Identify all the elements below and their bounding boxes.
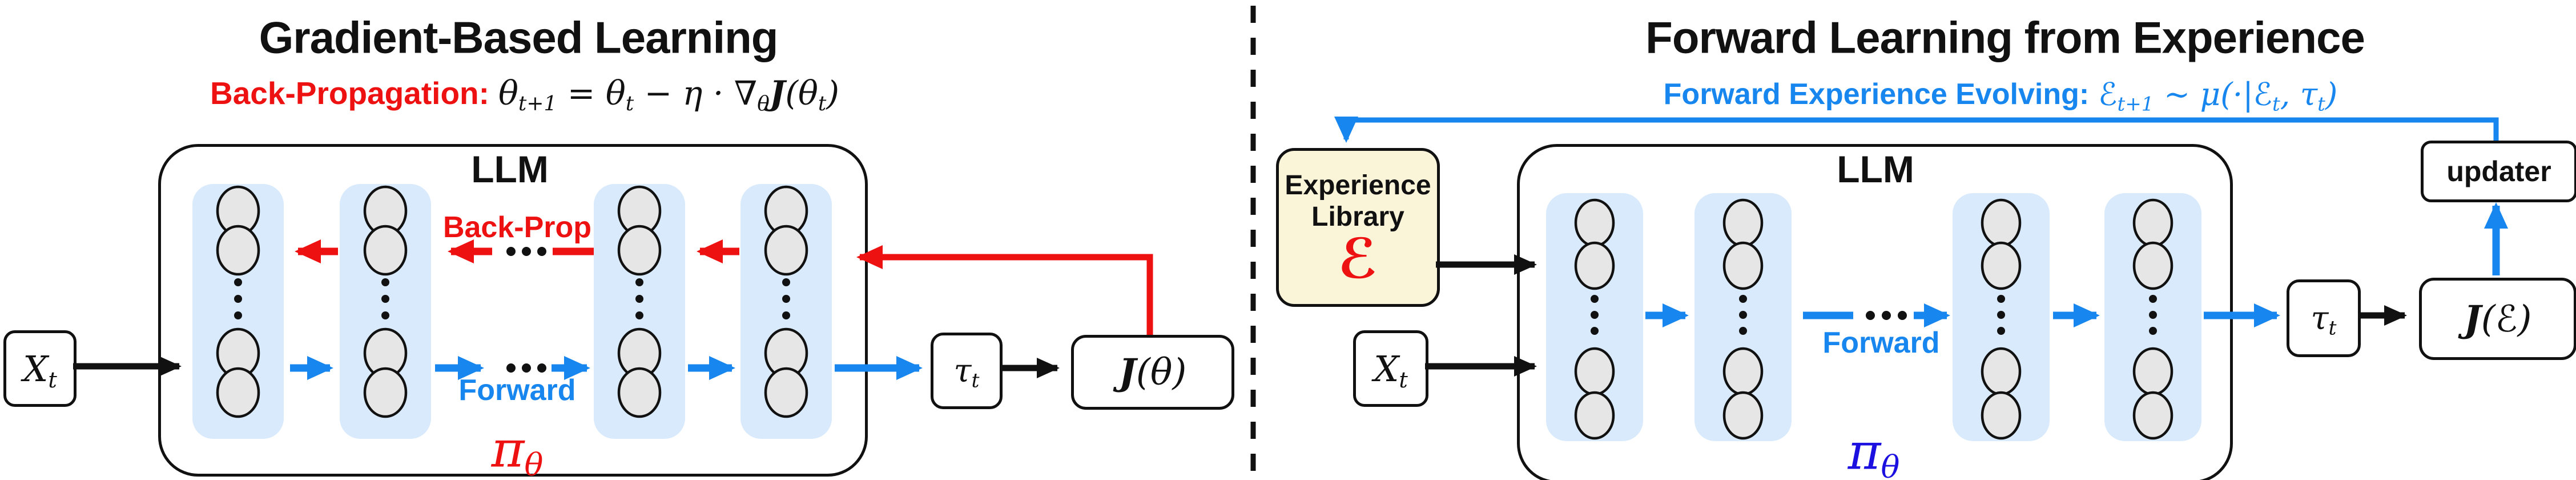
ellipsis-dot (537, 363, 546, 373)
ellipsis-dot (522, 247, 531, 256)
ellipsis-dot (1898, 311, 1907, 320)
neuron (1574, 241, 1615, 290)
neuron-ellipsis-dot (1591, 311, 1599, 319)
neuron-ellipsis-dot (2149, 295, 2157, 303)
input-box-right: Xt (1353, 330, 1428, 407)
gradient-feedback-line (856, 245, 1153, 335)
ellipsis-dot (1882, 311, 1891, 320)
neuron (363, 367, 408, 418)
neuron (216, 367, 260, 418)
neuron-ellipsis-dot (782, 311, 790, 319)
right-panel-title: Forward Learning from Experience (1645, 12, 2365, 63)
neuron-ellipsis-dot (1739, 295, 1747, 303)
neuron-ellipsis-dot (1997, 311, 2005, 319)
experience-evolving-formula-label: Forward Experience Evolving: (1663, 78, 2090, 111)
policy-label-left: πθ (491, 419, 544, 480)
neuron-group (216, 185, 2174, 440)
backprop-flow-label: Back-Prop (442, 211, 592, 244)
ellipsis-dot (1866, 311, 1875, 320)
neuron-ellipsis-dot (782, 278, 790, 286)
neuron-ellipsis-dot (234, 311, 242, 319)
backprop-formula-label: Back-Propagation: (210, 75, 489, 111)
objective-box-left: J(θ) (1071, 335, 1234, 410)
neuron (764, 367, 808, 418)
neuron (1574, 391, 1615, 440)
experience-evolving-line (1334, 117, 2499, 143)
neuron-ellipsis-dot (2149, 311, 2157, 319)
neuron-ellipsis-dot (234, 278, 242, 286)
experience-evolving-formula: Forward Experience Evolving: ℰt+1 ∼ μ(·|… (1663, 76, 2338, 116)
neuron (1574, 347, 1615, 396)
backprop-formula: Back-Propagation: θt+1 = θt − η · ∇θJ(θt… (210, 74, 839, 116)
neuron (2132, 347, 2174, 396)
neuron (2132, 391, 2174, 440)
neuron (216, 225, 260, 276)
neuron (1981, 241, 2022, 290)
trajectory-box-right-label: τt (2311, 299, 2337, 340)
neuron (1722, 347, 1764, 396)
updater-box-label: updater (2446, 155, 2551, 187)
experience-library-line2: Library (1311, 202, 1404, 233)
neuron (764, 225, 808, 276)
neuron (617, 225, 662, 276)
neuron-ellipsis-dot (635, 278, 643, 286)
experience-library-line1: Experience (1285, 170, 1431, 201)
neuron-ellipsis-dot (1591, 327, 1599, 335)
neuron (1722, 391, 1764, 440)
neuron (1981, 347, 2022, 396)
experience-evolving-formula-math: ℰt+1 ∼ μ(·|ℰt, τt) (2098, 76, 2338, 116)
objective-box-left-label: J(θ) (1118, 351, 1187, 394)
neuron-ellipsis-dot (234, 295, 242, 303)
neuron-ellipsis-dot (2149, 327, 2157, 335)
objective-box-right-label: J(ℰ) (2464, 297, 2532, 341)
ellipsis-dot (506, 363, 516, 373)
neuron (2132, 241, 2174, 290)
llm-label-left: LLM (471, 148, 549, 190)
neuron (617, 367, 662, 418)
policy-label-right: πθ (1848, 422, 1900, 480)
trajectory-box-left-label: τt (953, 352, 980, 393)
ellipsis-dot (506, 247, 516, 256)
neuron-ellipsis-dot (1739, 311, 1747, 319)
neuron-ellipsis-dot (381, 278, 389, 286)
neuron (363, 225, 408, 276)
backprop-formula-math: θt+1 = θt − η · ∇θJ(θt) (498, 74, 839, 116)
neuron-ellipsis-dot (381, 295, 389, 303)
ellipsis-dot (537, 247, 546, 256)
input-box-left-label: Xt (23, 347, 57, 393)
neuron (1722, 198, 1764, 247)
neuron-ellipsis-dot (782, 295, 790, 303)
neuron-ellipsis-dot (1997, 295, 2005, 303)
updater-box: updater (2421, 141, 2576, 202)
experience-symbol: ℰ (1338, 227, 1378, 291)
neuron-ellipsis-dot (635, 311, 643, 319)
ellipsis-dot (522, 363, 531, 373)
experience-library-box: Experience Library ℰ (1276, 148, 1440, 307)
objective-box-right: J(ℰ) (2419, 278, 2576, 360)
neuron-ellipsis-dot (1997, 327, 2005, 335)
neuron-ellipsis-dot (635, 295, 643, 303)
neuron-ellipsis-dot (1591, 295, 1599, 303)
input-box-right-label: Xt (1374, 347, 1408, 393)
left-panel-title: Gradient-Based Learning (259, 12, 779, 63)
llm-label-right: LLM (1837, 148, 1914, 190)
forward-flow-label-right: Forward (1822, 326, 1940, 359)
neuron (1981, 391, 2022, 440)
neuron (1981, 198, 2022, 247)
neuron (1574, 198, 1615, 247)
neuron-ellipsis-dot (1739, 327, 1747, 335)
neuron (1722, 241, 1764, 290)
trajectory-box-right: τt (2287, 279, 2361, 357)
neuron (2132, 198, 2174, 247)
neuron-ellipsis-dot (381, 311, 389, 319)
